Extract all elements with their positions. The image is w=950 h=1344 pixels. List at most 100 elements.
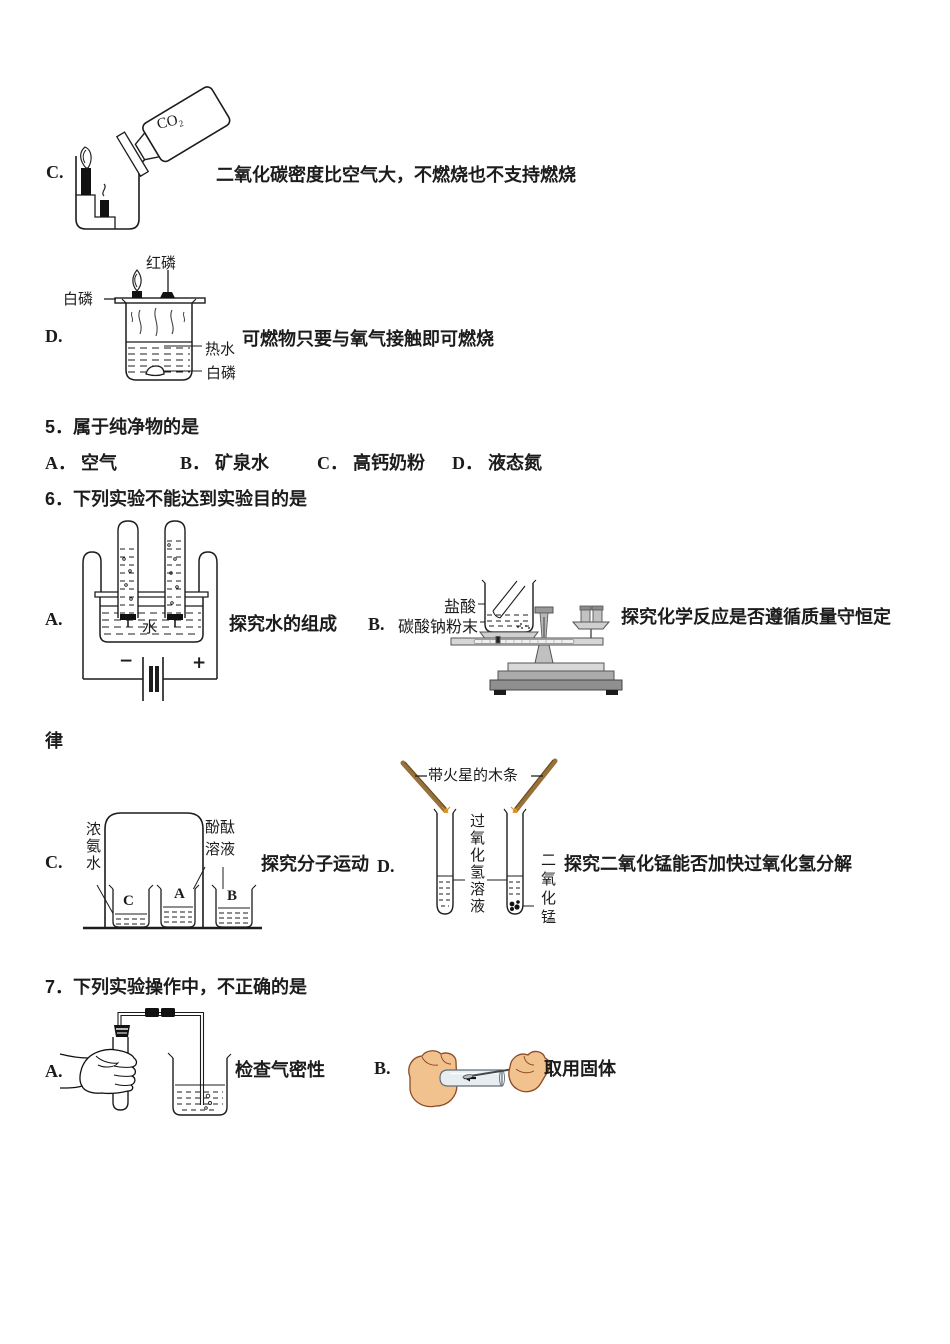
red-phosphorus-label: 红磷 — [146, 256, 177, 272]
candle-lit — [80, 146, 92, 195]
q5-option-d-text: 液态氮 — [488, 453, 542, 473]
q5-option-c: C．高钙奶粉 — [317, 449, 425, 475]
stopper — [114, 1025, 130, 1037]
left-hook — [82, 551, 102, 679]
beaker-letter-b: B — [227, 888, 238, 904]
q6-option-d-caption: 探究二氧化锰能否加快过氧化氢分解 — [564, 854, 852, 874]
q4-option-c-letter: C. — [46, 162, 64, 182]
q7-option-b-letter: B. — [374, 1058, 391, 1078]
powder-label: 碳酸钠粉末 — [398, 619, 479, 636]
ammonia-label: 浓氨水 — [84, 821, 100, 872]
phenolphthalein-label: 酚酞溶液 — [205, 820, 236, 858]
peroxide-label: 过氧化氢溶液 — [468, 813, 484, 915]
white-phosphorus-sample — [132, 291, 142, 298]
trough-rim — [94, 591, 209, 598]
co2-pour-candles-diagram — [75, 86, 231, 230]
candle-extinguished — [100, 183, 109, 217]
white-phosphorus-underwater — [145, 365, 165, 377]
gas-tightness-diagram — [59, 1008, 232, 1116]
q6-option-b-caption: 探究化学反应是否遵循质量守恒定 — [621, 607, 891, 627]
q5-option-a: A．空气 — [45, 449, 117, 475]
q5-option-b-text: 矿泉水 — [215, 453, 270, 473]
graduation-strip — [473, 639, 575, 644]
mno2-label: 二氧化锰 — [539, 852, 555, 928]
weight-1 — [580, 608, 591, 623]
q5-option-b: B．矿泉水 — [180, 449, 269, 475]
beaker-letter-c: C — [123, 893, 134, 909]
hand-fist — [59, 1048, 138, 1095]
gas-bottle — [115, 86, 231, 178]
rubber-connector — [161, 1008, 175, 1017]
electrodes — [120, 614, 183, 627]
beaker-b — [211, 884, 257, 928]
left-hand — [408, 1050, 458, 1108]
right-test-tube — [164, 520, 186, 618]
q7-option-b-caption: 取用固体 — [544, 1059, 616, 1079]
q6-option-c-letter: C. — [45, 852, 63, 872]
test-tube-mno2 — [503, 808, 527, 915]
mno2-solid — [509, 900, 520, 911]
q6-stem: 6．下列实验不能达到实验目的是 — [45, 489, 308, 509]
right-pan — [571, 621, 611, 630]
base-bottom — [489, 679, 623, 691]
molecule-motion-diagram — [83, 812, 262, 930]
flame — [132, 269, 142, 292]
q4-option-d-caption: 可燃物只要与氧气接触即可燃烧 — [242, 329, 494, 349]
cover — [104, 812, 204, 928]
test-tube-peroxide — [433, 808, 457, 915]
balance-diagram — [450, 579, 623, 695]
mno2-peroxide-diagram — [400, 758, 558, 915]
beaker-a — [156, 884, 200, 928]
beaker-water — [167, 1052, 232, 1116]
battery-plus-label: + — [192, 653, 207, 673]
q4-option-d-letter: D. — [45, 326, 63, 346]
q5-option-c-letter: C． — [317, 453, 348, 473]
rubber-connector — [145, 1008, 159, 1017]
q6-option-d-letter: D. — [377, 856, 395, 876]
gas-bubbles — [122, 543, 179, 605]
red-phosphorus-sample — [160, 292, 175, 298]
glowing-splint-right — [510, 758, 558, 816]
q5-option-b-letter: B． — [180, 453, 211, 473]
weight-2 — [592, 608, 603, 623]
water-electrolysis-diagram — [82, 520, 218, 701]
base-top — [507, 662, 605, 672]
acid-label: 盐酸 — [444, 599, 477, 616]
q4-option-c-caption: 二氧化碳密度比空气大，不燃烧也不支持燃烧 — [216, 165, 576, 185]
right-hand — [508, 1050, 551, 1093]
beaker-hot-water — [121, 298, 202, 381]
tilted-test-tube — [492, 580, 526, 619]
take-solid-diagram — [408, 1050, 551, 1108]
phosphorus-diagram — [104, 269, 206, 381]
pillar — [534, 644, 554, 664]
q6-option-c-caption: 探究分子运动 — [261, 854, 369, 874]
balance-scale — [450, 605, 623, 695]
q5-option-d-letter: D． — [452, 453, 483, 473]
water-label: 水 — [142, 620, 158, 636]
q6-option-b-caption-overflow: 律 — [45, 731, 63, 751]
q5-option-a-text: 空气 — [81, 453, 117, 473]
q5-stem: 5．属于纯净物的是 — [45, 417, 200, 437]
base-mid — [497, 670, 615, 681]
glowing-splint-left — [400, 760, 451, 816]
beaker-letter-a: A — [174, 886, 185, 902]
plate — [114, 297, 206, 304]
rider — [495, 636, 501, 644]
white-phosphorus-bottom-label: 白磷 — [206, 366, 237, 382]
white-phosphorus-top-label: 白磷 — [63, 292, 94, 308]
trough — [99, 597, 204, 643]
q5-option-a-letter: A． — [45, 453, 76, 473]
delivery-tube — [117, 1011, 205, 1105]
q5-option-c-text: 高钙奶粉 — [353, 453, 425, 473]
q5-option-d: D．液态氮 — [452, 449, 542, 475]
battery — [83, 657, 217, 701]
right-hook — [198, 551, 218, 679]
bubbles — [204, 1093, 212, 1110]
splint-label: 带火星的木条 — [428, 768, 519, 784]
q7-stem: 7．下列实验操作中，不正确的是 — [45, 977, 308, 997]
q6-option-b-letter: B. — [368, 614, 385, 634]
beaker-on-pan — [481, 579, 537, 633]
q7-option-a-letter: A. — [45, 1061, 63, 1081]
q6-option-a-caption: 探究水的组成 — [229, 614, 337, 634]
